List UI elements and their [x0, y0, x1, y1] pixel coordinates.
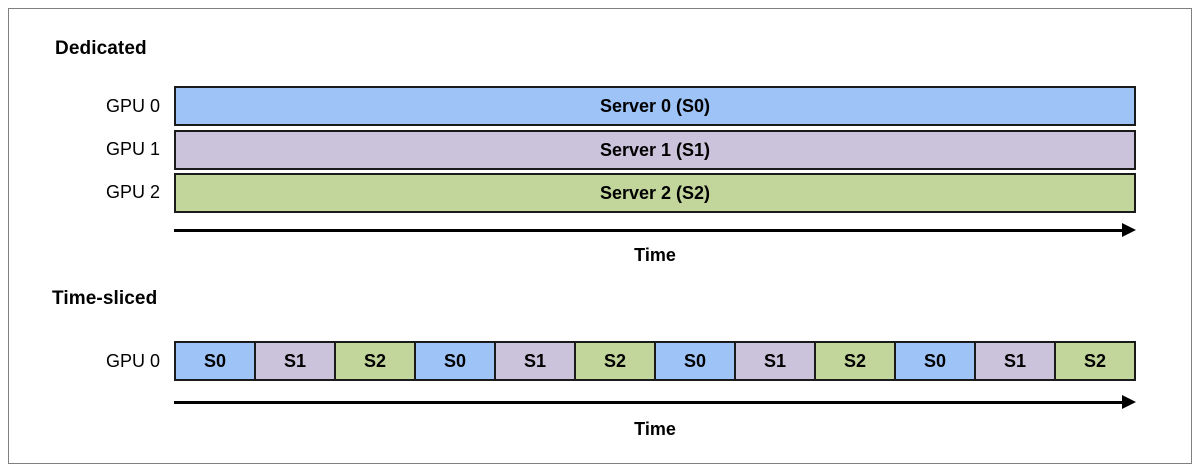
time-slice-5: S2	[574, 341, 656, 381]
figure-border	[8, 8, 1192, 464]
row-label-gpu-2: GPU 2	[105, 182, 160, 202]
time-slice-9: S0	[894, 341, 976, 381]
time-slice-label: S1	[283, 350, 307, 371]
row-label-timesliced-gpu-0: GPU 0	[105, 351, 160, 371]
time-slice-label: S1	[763, 350, 787, 371]
arrow-head-icon	[1122, 223, 1136, 237]
time-slice-6: S0	[654, 341, 736, 381]
time-slice-7: S1	[734, 341, 816, 381]
row-label-gpu-1: GPU 1	[105, 139, 160, 159]
time-slice-1: S1	[254, 341, 336, 381]
time-slice-8: S2	[814, 341, 896, 381]
time-slice-label: S0	[443, 350, 467, 371]
section-heading-dedicated: Dedicated	[55, 38, 147, 59]
section-heading-time-sliced: Time-sliced	[52, 288, 158, 309]
time-slice-11: S2	[1054, 341, 1136, 381]
time-slice-2: S2	[334, 341, 416, 381]
time-slice-strip: S0 S1 S2 S0 S1 S2 S0 S1 S2 S0 S1 S2	[174, 341, 1136, 381]
dedicated-bar-label-1: Server 1 (S1)	[599, 139, 711, 160]
time-slice-label: S1	[523, 350, 547, 371]
dedicated-bar-label-0: Server 0 (S0)	[599, 95, 711, 116]
time-slice-label: S2	[843, 350, 867, 371]
arrow-shaft	[174, 401, 1124, 404]
dedicated-bar-gpu-1: Server 1 (S1)	[174, 130, 1136, 170]
time-axis-arrow-dedicated	[174, 222, 1136, 240]
time-slice-label: S2	[363, 350, 387, 371]
time-slice-0: S0	[174, 341, 256, 381]
time-axis-caption-dedicated: Time	[634, 245, 676, 265]
time-axis-arrow-time-sliced	[174, 394, 1136, 412]
dedicated-bar-label-2: Server 2 (S2)	[599, 182, 711, 203]
time-slice-label: S0	[683, 350, 707, 371]
time-slice-label: S0	[203, 350, 227, 371]
time-slice-4: S1	[494, 341, 576, 381]
time-slice-3: S0	[414, 341, 496, 381]
dedicated-bar-gpu-2: Server 2 (S2)	[174, 173, 1136, 213]
time-slice-label: S2	[1083, 350, 1107, 371]
time-slice-label: S1	[1003, 350, 1027, 371]
dedicated-bar-gpu-0: Server 0 (S0)	[174, 86, 1136, 126]
time-slice-label: S2	[603, 350, 627, 371]
arrow-shaft	[174, 229, 1124, 232]
arrow-head-icon	[1122, 395, 1136, 409]
time-axis-caption-time-sliced: Time	[634, 419, 676, 439]
row-label-gpu-0: GPU 0	[105, 96, 160, 116]
time-slice-10: S1	[974, 341, 1056, 381]
time-slice-label: S0	[923, 350, 947, 371]
